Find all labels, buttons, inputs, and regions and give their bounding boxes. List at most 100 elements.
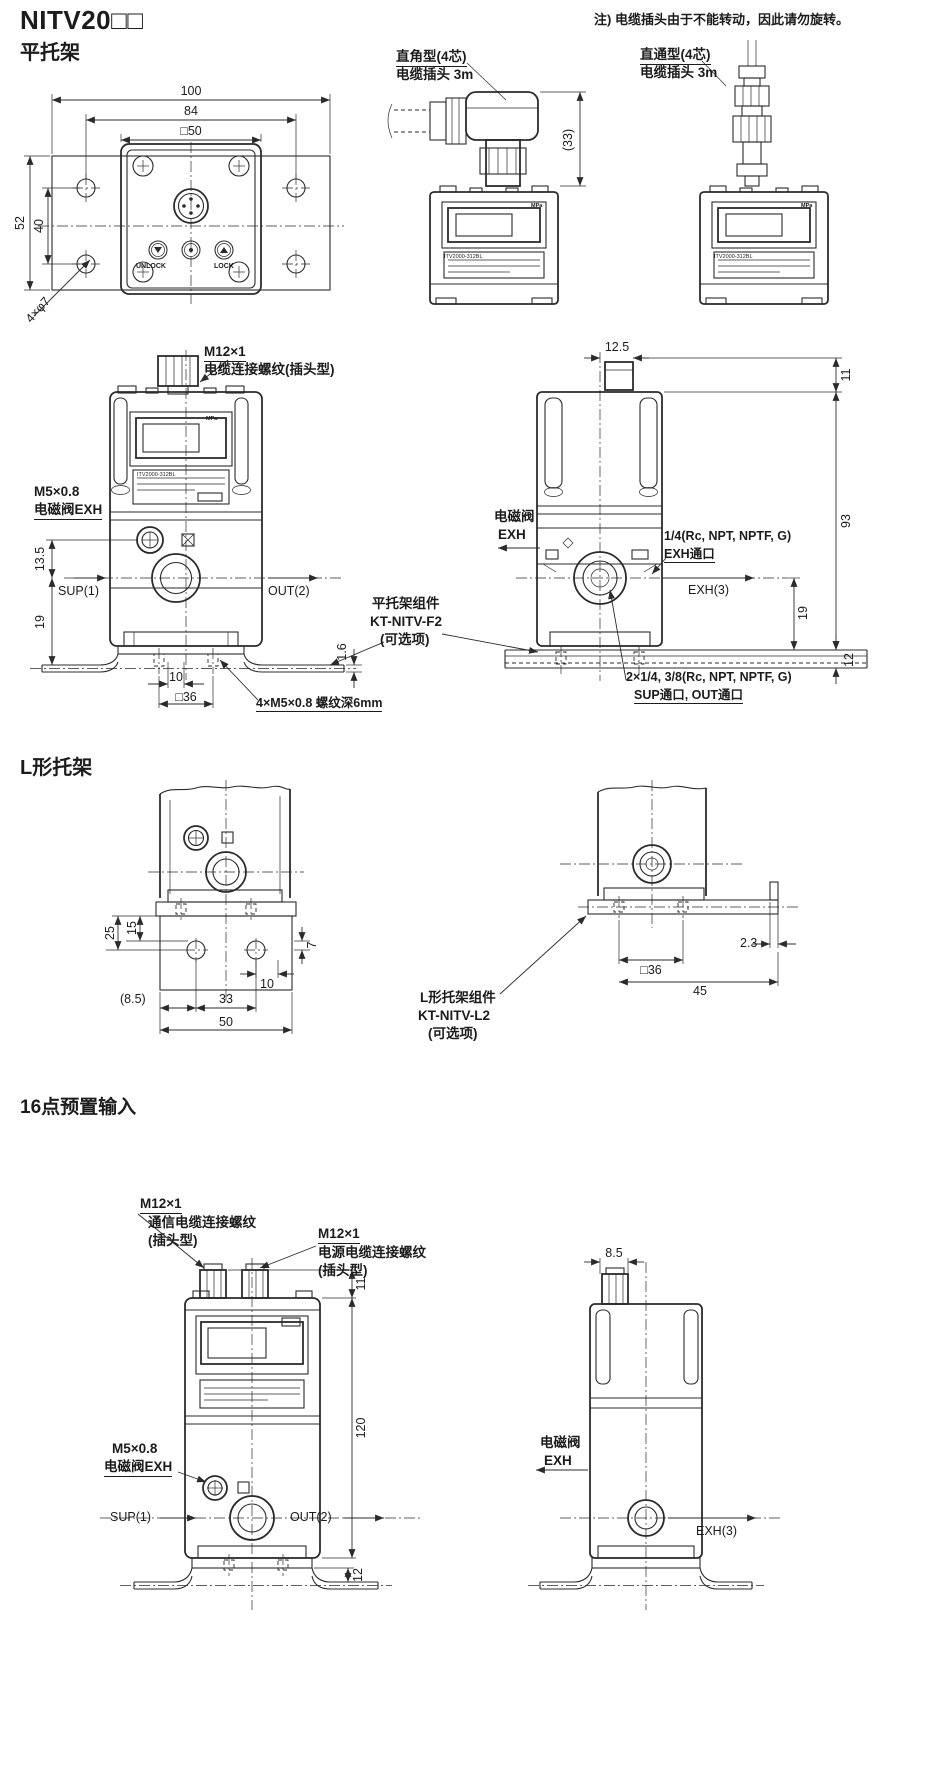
sup1-label: SUP(1) [58, 584, 99, 598]
m12-thread-label-line1: M12×1 [204, 344, 246, 362]
preset-side-dimension-lines [536, 1258, 756, 1522]
power-thread-label-line2: 电源电缆连接螺纹 [318, 1245, 426, 1260]
right-angle-version-drawing [387, 62, 586, 305]
preset-front-dimension-lines [160, 1269, 384, 1583]
out2-preset-label: OUT(2) [290, 1510, 332, 1524]
dim-13-5-label: 13.5 [32, 546, 47, 572]
dim-12-preset-label: 12 [350, 1568, 365, 1582]
straight-cable-label-line1: 直通型(4芯) [640, 47, 711, 65]
dim-84-label: 84 [184, 104, 198, 118]
dim-2-3-label: 2.3 [740, 936, 758, 950]
preset-side-bracket [528, 1557, 764, 1590]
flat-assembly-label-line1: 平托架组件 [372, 596, 440, 611]
dim-11-preset-label: 11 [353, 1277, 368, 1291]
solenoid-exh-preset-label-line1: 电磁阀 [540, 1435, 581, 1450]
dim-93-label: 93 [838, 514, 853, 528]
right-angle-cable-label-line2: 电缆插头 3m [396, 67, 474, 82]
exh3-preset-label: EXH(3) [696, 1524, 737, 1538]
exh-port-label-line1: 1/4(Rc, NPT, NPTF, G) [664, 529, 792, 543]
dim-11-label: 11 [838, 368, 853, 382]
l-bracket-svg [106, 780, 800, 1034]
sup1-preset-label: SUP(1) [110, 1510, 151, 1524]
thread-depth-note: 4×M5×0.8 螺纹深6mm [256, 696, 383, 713]
flat-assembly-label-line2: KT-NITV-F2 [370, 614, 443, 629]
preset-front-view-drawing [100, 1213, 420, 1610]
page-title: NITV20□□ [20, 5, 144, 35]
sup-out-ports-label-line1: 2×1/4, 3/8(Rc, NPT, NPTF, G) [626, 670, 792, 684]
dim-12-label: 12 [841, 653, 856, 667]
flat-bracket-side-plate [504, 646, 868, 674]
unlock-text: UNLOCK [136, 263, 166, 270]
l-side-view-drawing [499, 780, 800, 995]
preset-side-view-drawing [528, 1258, 780, 1610]
cable-rotation-note: 注) 电缆插头由于不能转动，因此请勿旋转。 [594, 12, 849, 27]
dim-52-label: 52 [12, 216, 27, 230]
power-thread-label-line3: (插头型) [318, 1263, 368, 1278]
section-heading-flat-bracket: 平托架 [20, 42, 80, 64]
section-heading-preset16: 16点预置输入 [20, 1097, 137, 1118]
dim-100-label: 100 [180, 84, 202, 98]
dim-8-5-label: (8.5) [120, 992, 146, 1006]
flat-bracket-front-profile [30, 645, 356, 674]
dim-120-label: 120 [353, 1417, 368, 1439]
preset-front-bracket [120, 1554, 392, 1590]
mpa-badge-flat-front: MPa [206, 416, 218, 422]
right-angle-cable-label-line1: 直角型(4芯) [396, 49, 467, 67]
dim-1-6-label: 1.6 [334, 643, 349, 661]
flat-assembly-label-line3: (可选项) [380, 632, 430, 647]
dim-10-l-label: 10 [260, 977, 274, 991]
solenoid-exh-label-line2: EXH [498, 527, 526, 542]
comm-thread-label-line3: (插头型) [148, 1233, 198, 1248]
top-view-dimension-lines [24, 94, 331, 317]
top-view-drawing [24, 94, 344, 317]
mpa-badge-right-angle: MPa [531, 203, 543, 209]
top-drawings-section: 直角型(4芯) 电缆插头 3m 直通型(4芯) 电缆插头 3m (33) 100… [0, 36, 930, 338]
dim-7-label: 7 [304, 941, 319, 949]
solenoid-exh-label-line1: 电磁阀 [494, 509, 535, 524]
dim-40-label: 40 [31, 219, 46, 233]
straight-version-drawing [699, 40, 829, 305]
l-side-dimension-lines [499, 902, 796, 995]
flat-side-dimension-lines [498, 354, 842, 684]
m5-exh-label-line1: M5×0.8 [34, 484, 80, 499]
nameplate-flat-front: ITV2000-312BL [137, 472, 176, 478]
l-front-view-drawing [106, 780, 310, 1034]
dim-sq36-label: □36 [175, 690, 197, 704]
sup-out-ports-label-line2: SUP通口, OUT通口 [634, 688, 744, 705]
m5-exh-preset-label-line1: M5×0.8 [112, 1441, 158, 1456]
exh3-label: EXH(3) [688, 583, 729, 597]
dim-25-label: 25 [102, 926, 117, 940]
l-assembly-label-line2: KT-NITV-L2 [418, 1008, 491, 1023]
out2-label: OUT(2) [268, 584, 310, 598]
dim-15-label: 15 [124, 921, 139, 935]
dim-19-right-label: 19 [795, 606, 810, 620]
flat-front-dimension-lines [46, 539, 539, 708]
dim-50-label: 50 [219, 1015, 233, 1029]
l-assembly-label-line1: L形托架组件 [420, 990, 496, 1005]
preset16-section: M12×1 通信电缆连接螺纹 (插头型) M12×1 电源电缆连接螺纹 (插头型… [0, 1158, 930, 1766]
comm-thread-label-line1: M12×1 [140, 1196, 182, 1214]
flat-side-view-drawing [498, 352, 868, 684]
dim-19-left-label: 19 [32, 615, 47, 629]
section-heading-l-bracket: L形托架 [20, 757, 93, 779]
comm-thread-label-line2: 通信电缆连接螺纹 [148, 1215, 256, 1230]
dim-33-label: 33 [219, 992, 233, 1006]
power-thread-label-line1: M12×1 [318, 1226, 360, 1244]
dim-10-label: 10 [169, 670, 183, 684]
m5-exh-label-line2: 电磁阀EXH [34, 502, 103, 520]
dim-45-label: 45 [693, 984, 707, 998]
flat-front-view-drawing [30, 350, 539, 708]
l-bracket-section: 25 15 7 10 (8.5) 33 50 □36 45 2.3 L形托架组件… [0, 778, 930, 1070]
m12-thread-label-line2: 电缆连接螺纹(插头型) [204, 362, 335, 377]
dim-8-5-preset-label: 8.5 [605, 1246, 623, 1260]
m5-exh-preset-label-line2: 电磁阀EXH [104, 1459, 173, 1477]
preset16-svg [100, 1213, 780, 1610]
mpa-badge-straight: MPa [801, 203, 813, 209]
lock-text: LOCK [214, 263, 234, 270]
dim-sq50-label: □50 [180, 124, 202, 138]
top-drawings-svg [24, 40, 829, 317]
nameplate-right-angle: ITV2000-312BL [444, 254, 483, 260]
flat-bracket-svg [30, 350, 868, 708]
dim-sq36-l-label: □36 [640, 963, 662, 977]
